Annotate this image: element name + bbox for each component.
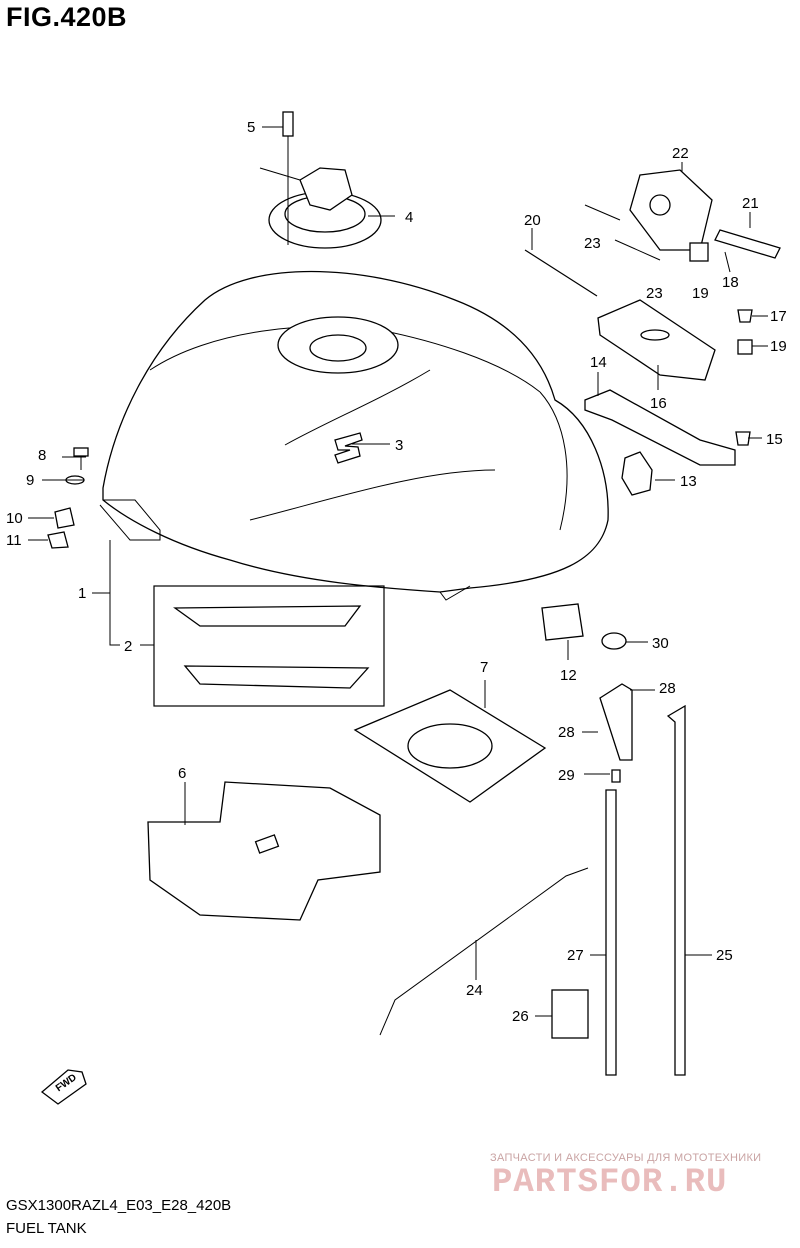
forward-direction-arrow-icon: FWD bbox=[40, 1069, 87, 1105]
left-fasteners bbox=[47, 447, 89, 549]
callout-labels: 5 4 3 8 9 10 11 1 2 6 7 12 30 28 28 29 2… bbox=[6, 119, 787, 1025]
callout-20: 20 bbox=[524, 212, 541, 229]
callout-12: 12 bbox=[560, 667, 577, 684]
callout-25: 25 bbox=[716, 947, 733, 964]
callout-22: 22 bbox=[672, 145, 689, 162]
callout-16: 16 bbox=[650, 395, 667, 412]
callout-28b: 28 bbox=[558, 724, 575, 741]
callout-2: 2 bbox=[124, 638, 132, 655]
callout-23a: 23 bbox=[584, 235, 601, 252]
callout-8: 8 bbox=[38, 447, 46, 464]
caution-label bbox=[551, 989, 589, 1039]
figure-title: FIG.420B bbox=[6, 2, 128, 32]
callout-11: 11 bbox=[6, 532, 22, 549]
callout-3: 3 bbox=[395, 437, 403, 454]
tank-emblem bbox=[334, 432, 363, 464]
grommet-30 bbox=[601, 632, 627, 650]
callout-19a: 19 bbox=[692, 285, 709, 302]
callout-5: 5 bbox=[247, 119, 255, 136]
support-rod bbox=[379, 867, 589, 1036]
callout-4: 4 bbox=[405, 209, 413, 226]
leader-lines bbox=[28, 126, 768, 1017]
callout-17: 17 bbox=[770, 308, 787, 325]
callout-30: 30 bbox=[652, 635, 669, 652]
callout-27: 27 bbox=[567, 947, 584, 964]
callout-23b: 23 bbox=[646, 285, 663, 302]
callout-19b: 19 bbox=[770, 338, 787, 355]
heat-shield bbox=[147, 781, 381, 921]
watermark-brand: PARTSFOR.RU bbox=[492, 1164, 728, 1202]
callout-21: 21 bbox=[742, 195, 759, 212]
watermark-tagline: ЗАПЧАСТИ И АКСЕССУАРЫ ДЛЯ МОТОТЕХНИКИ bbox=[490, 1152, 762, 1164]
fuel-tank-body bbox=[99, 270, 609, 601]
callout-28a: 28 bbox=[659, 680, 676, 697]
hoses bbox=[599, 683, 686, 1076]
callout-18: 18 bbox=[722, 274, 739, 291]
callout-10: 10 bbox=[6, 510, 23, 527]
model-code: GSX1300RAZL4_E03_E28_420B bbox=[6, 1197, 232, 1214]
callout-24: 24 bbox=[466, 982, 483, 999]
fuel-filler-cap bbox=[259, 111, 382, 249]
rear-bracket-assembly bbox=[524, 169, 781, 496]
figure-name: FUEL TANK bbox=[6, 1220, 87, 1237]
decal-inset bbox=[153, 585, 385, 707]
callout-26: 26 bbox=[512, 1008, 529, 1025]
callout-14: 14 bbox=[590, 354, 607, 371]
callout-6: 6 bbox=[178, 765, 186, 782]
callout-29: 29 bbox=[558, 767, 575, 784]
callout-7: 7 bbox=[480, 659, 488, 676]
cushion-block bbox=[541, 603, 584, 641]
tank-gasket bbox=[353, 689, 547, 803]
callout-15: 15 bbox=[766, 431, 783, 448]
callout-9: 9 bbox=[26, 472, 34, 489]
callout-1: 1 bbox=[78, 585, 86, 602]
callout-13: 13 bbox=[680, 473, 697, 490]
